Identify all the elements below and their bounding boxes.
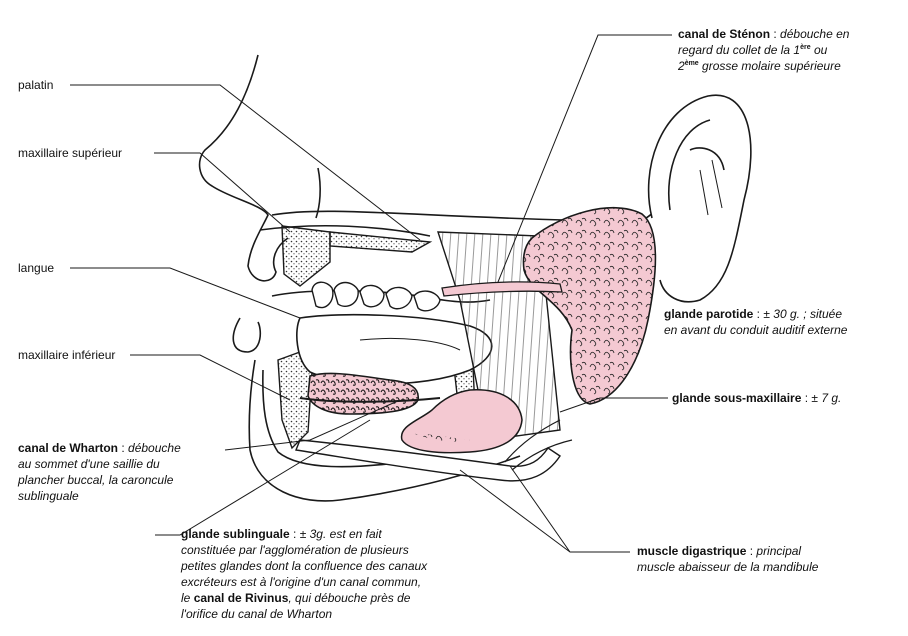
stenon-line3-a: 2 bbox=[678, 59, 685, 73]
digastrique-sep: : bbox=[746, 544, 757, 558]
digastrique-line2: muscle abaisseur de la mandibule bbox=[637, 560, 819, 574]
label-palatin: palatin bbox=[18, 78, 54, 92]
stenon-duct bbox=[441, 281, 563, 297]
annotation-glande-parotide: glande parotide : ± 30 g. ; située en av… bbox=[664, 306, 847, 338]
sous-maxillaire-sep: : bbox=[801, 391, 812, 405]
tongue-line bbox=[359, 337, 461, 351]
submandibular-texture bbox=[410, 432, 470, 442]
stenon-line2-sup: ère bbox=[800, 44, 811, 51]
canal-rivinus: canal de Rivinus bbox=[193, 591, 289, 605]
digastric-muscle bbox=[295, 439, 561, 482]
wharton-line3: plancher buccal, la caroncule bbox=[18, 473, 174, 487]
leader-sublinguale bbox=[155, 419, 371, 536]
annotation-canal-wharton: canal de Wharton : débouche au sommet d'… bbox=[18, 440, 181, 504]
sublinguale-line5-b: , qui débouche près de bbox=[288, 591, 411, 605]
sublinguale-line3: petites glandes dont la confluence des c… bbox=[181, 559, 428, 573]
wharton-line4: sublinguale bbox=[18, 489, 79, 503]
stenon-desc1: débouche en bbox=[780, 27, 850, 41]
leader-sous-maxillaire bbox=[559, 397, 668, 413]
digastrique-desc1: principal bbox=[756, 544, 802, 558]
leader-wharton bbox=[224, 399, 401, 451]
wharton-sep: : bbox=[118, 441, 129, 455]
sous-maxillaire-desc: ± 7 g. bbox=[811, 391, 842, 405]
ear bbox=[647, 94, 752, 303]
leader-stenon bbox=[497, 34, 672, 283]
label-maxillaire-superieur: maxillaire supérieur bbox=[18, 146, 123, 160]
leader-maxillaire-superieur bbox=[154, 152, 291, 233]
leader-langue bbox=[70, 267, 301, 319]
stenon-line3-sup: ème bbox=[684, 60, 699, 67]
stenon-line3-b: grosse molaire supérieure bbox=[698, 59, 841, 73]
wharton-line2: au sommet d'une saillie du bbox=[18, 457, 160, 471]
sublinguale-title: glande sublinguale bbox=[181, 527, 290, 541]
wharton-title: canal de Wharton bbox=[18, 441, 119, 455]
parotide-sep: : bbox=[753, 307, 764, 321]
stenon-line3: 2ème grosse molaire supérieure bbox=[678, 59, 841, 73]
digastric-tendon bbox=[504, 419, 573, 471]
sous-maxillaire-title: glande sous-maxillaire bbox=[672, 391, 802, 405]
digastrique-title: muscle digastrique bbox=[637, 544, 747, 558]
leader-digastrique bbox=[459, 465, 630, 553]
annotation-glande-sous-maxillaire: glande sous-maxillaire : ± 7 g. bbox=[672, 390, 841, 406]
stenon-line2-b: ou bbox=[810, 43, 828, 57]
stenon-line2-a: regard du collet de la 1 bbox=[678, 43, 801, 57]
wharton-duct bbox=[299, 397, 441, 403]
parotide-line2: en avant du conduit auditif externe bbox=[664, 323, 848, 337]
sublinguale-sep: : bbox=[289, 527, 300, 541]
parotide-desc1: ± 30 g. ; située bbox=[763, 307, 842, 321]
sublinguale-line6: l'orifice du canal de Wharton bbox=[181, 607, 333, 621]
label-maxillaire-inferieur: maxillaire inférieur bbox=[18, 348, 116, 362]
leader-maxillaire-inferieur bbox=[130, 354, 291, 401]
sublinguale-line5-a: le bbox=[181, 591, 194, 605]
label-langue: langue bbox=[18, 261, 55, 275]
wharton-desc1: débouche bbox=[128, 441, 181, 455]
stenon-sep: : bbox=[770, 27, 781, 41]
parotide-title: glande parotide bbox=[664, 307, 754, 321]
annotation-glande-sublinguale: glande sublinguale : ± 3g. est en fait c… bbox=[181, 526, 427, 622]
sublinguale-line4: excréteurs est à l'origine d'un canal co… bbox=[181, 575, 422, 589]
leader-lines bbox=[70, 34, 672, 553]
stenon-line2: regard du collet de la 1ère ou bbox=[678, 43, 827, 57]
stenon-title: canal de Sténon bbox=[678, 27, 771, 41]
sublinguale-desc1: ± 3g. est en fait bbox=[299, 527, 382, 541]
leader-palatin bbox=[70, 84, 421, 241]
sublinguale-line2: constituée par l'agglomération de plusie… bbox=[181, 543, 409, 557]
annotation-muscle-digastrique: muscle digastrique : principal muscle ab… bbox=[637, 543, 818, 575]
annotation-canal-stenon: canal de Sténon : débouche en regard du … bbox=[678, 26, 849, 74]
